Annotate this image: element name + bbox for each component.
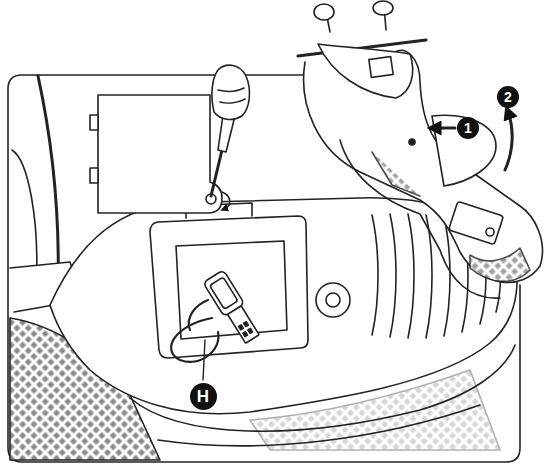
- battery-plug: [248, 328, 253, 333]
- inset-scooter: [314, 4, 334, 20]
- inset-scooter: [304, 50, 543, 282]
- deck: [50, 198, 517, 414]
- inset-scooter: [409, 139, 415, 145]
- deck-rim: [130, 345, 515, 431]
- battery-plug: [228, 306, 260, 343]
- callout-number: 1: [457, 117, 479, 139]
- battery-compartment: [150, 216, 308, 358]
- battery-plug: [243, 332, 248, 337]
- callout-text: 2: [504, 90, 512, 104]
- inset-scooter: [369, 57, 393, 78]
- body-column: [38, 76, 58, 290]
- hand: [218, 88, 245, 103]
- frame: [8, 75, 520, 462]
- cable: [189, 300, 208, 330]
- inset-scooter: [486, 228, 494, 236]
- screwdriver: [211, 150, 222, 196]
- inset-scooter: [372, 152, 420, 196]
- vent-ribs: [408, 214, 414, 338]
- callout-text: H: [197, 388, 209, 405]
- callout-number: 2: [497, 86, 519, 108]
- vent-ribs: [444, 217, 450, 336]
- cover-tab: [90, 168, 98, 183]
- vent-ribs: [372, 215, 378, 335]
- screw-boss: [316, 283, 350, 317]
- deck-rim: [158, 405, 480, 446]
- callout-number: H: [190, 383, 217, 410]
- inset-scooter: [318, 44, 413, 98]
- inset-scooter: [432, 115, 496, 186]
- callout-text: 1: [464, 121, 472, 135]
- leader-line: [203, 340, 205, 380]
- inset-scooter: [298, 1, 542, 298]
- inset-scooter: [470, 248, 530, 281]
- battery-plug: [210, 277, 238, 309]
- battery-plug: [203, 270, 263, 345]
- cover-plate: [98, 95, 222, 213]
- inset-scooter: [449, 201, 504, 244]
- cable: [171, 318, 218, 362]
- lift-arrow: [505, 112, 512, 170]
- screw-boss: [326, 293, 340, 307]
- cover-tab: [90, 115, 98, 130]
- hand: [212, 65, 250, 119]
- vent-ribs: [390, 214, 396, 337]
- move-arrow: [434, 127, 455, 130]
- battery-plug: [244, 322, 249, 327]
- inset-scooter: [373, 1, 393, 15]
- scooter-illustration: [8, 1, 542, 462]
- turn-arrow: [222, 192, 230, 209]
- battery-plug: [239, 325, 244, 330]
